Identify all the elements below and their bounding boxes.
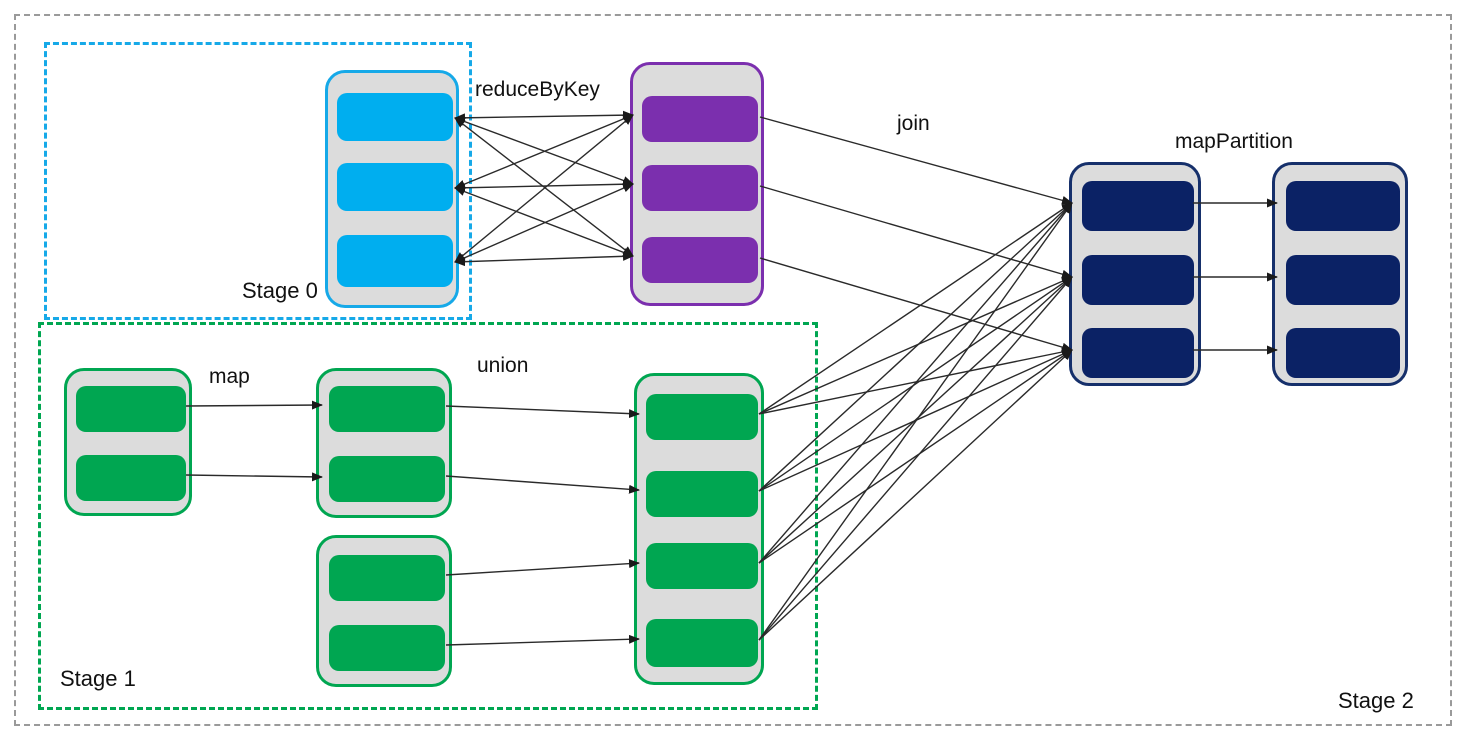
rdd-result-navy[interactable] — [1272, 162, 1408, 386]
operation-label-join: join — [897, 112, 930, 135]
rdd-result-navy-partition-0[interactable] — [1286, 181, 1400, 231]
operation-label-reducebykey: reduceByKey — [475, 78, 600, 101]
rdd-input-green-a-partition-1[interactable] — [76, 455, 186, 501]
rdd-source-blue-partition-1[interactable] — [337, 163, 453, 211]
rdd-mapped-green-a[interactable] — [316, 368, 452, 518]
rdd-mapped-green-a-partition-0[interactable] — [329, 386, 445, 432]
rdd-input-green-a[interactable] — [64, 368, 192, 516]
rdd-result-navy-partition-2[interactable] — [1286, 328, 1400, 378]
rdd-input-green-b-partition-0[interactable] — [329, 555, 445, 601]
rdd-union-green-partition-0[interactable] — [646, 394, 758, 440]
rdd-union-green[interactable] — [634, 373, 764, 685]
rdd-result-navy-partition-1[interactable] — [1286, 255, 1400, 305]
rdd-reduced-purple[interactable] — [630, 62, 764, 306]
stage-label-stage-1: Stage 1 — [60, 666, 136, 691]
rdd-input-green-b[interactable] — [316, 535, 452, 687]
stage-boundary-stage-outer — [14, 14, 1452, 726]
rdd-joined-navy-partition-0[interactable] — [1082, 181, 1194, 231]
operation-label-union: union — [477, 354, 529, 377]
rdd-mapped-green-a-partition-1[interactable] — [329, 456, 445, 502]
rdd-source-blue-partition-2[interactable] — [337, 235, 453, 287]
rdd-reduced-purple-partition-2[interactable] — [642, 237, 758, 283]
rdd-source-blue[interactable] — [325, 70, 459, 308]
rdd-union-green-partition-1[interactable] — [646, 471, 758, 517]
stage-label-stage-0: Stage 0 — [242, 278, 318, 303]
rdd-union-green-partition-2[interactable] — [646, 543, 758, 589]
rdd-joined-navy-partition-2[interactable] — [1082, 328, 1194, 378]
rdd-input-green-a-partition-0[interactable] — [76, 386, 186, 432]
rdd-source-blue-partition-0[interactable] — [337, 93, 453, 141]
rdd-union-green-partition-3[interactable] — [646, 619, 758, 667]
rdd-joined-navy-partition-1[interactable] — [1082, 255, 1194, 305]
operation-label-mappartition: mapPartition — [1175, 130, 1293, 153]
rdd-joined-navy[interactable] — [1069, 162, 1201, 386]
operation-label-map: map — [209, 365, 250, 388]
rdd-input-green-b-partition-1[interactable] — [329, 625, 445, 671]
rdd-reduced-purple-partition-0[interactable] — [642, 96, 758, 142]
stage-label-stage-outer: Stage 2 — [1338, 688, 1414, 713]
rdd-reduced-purple-partition-1[interactable] — [642, 165, 758, 211]
